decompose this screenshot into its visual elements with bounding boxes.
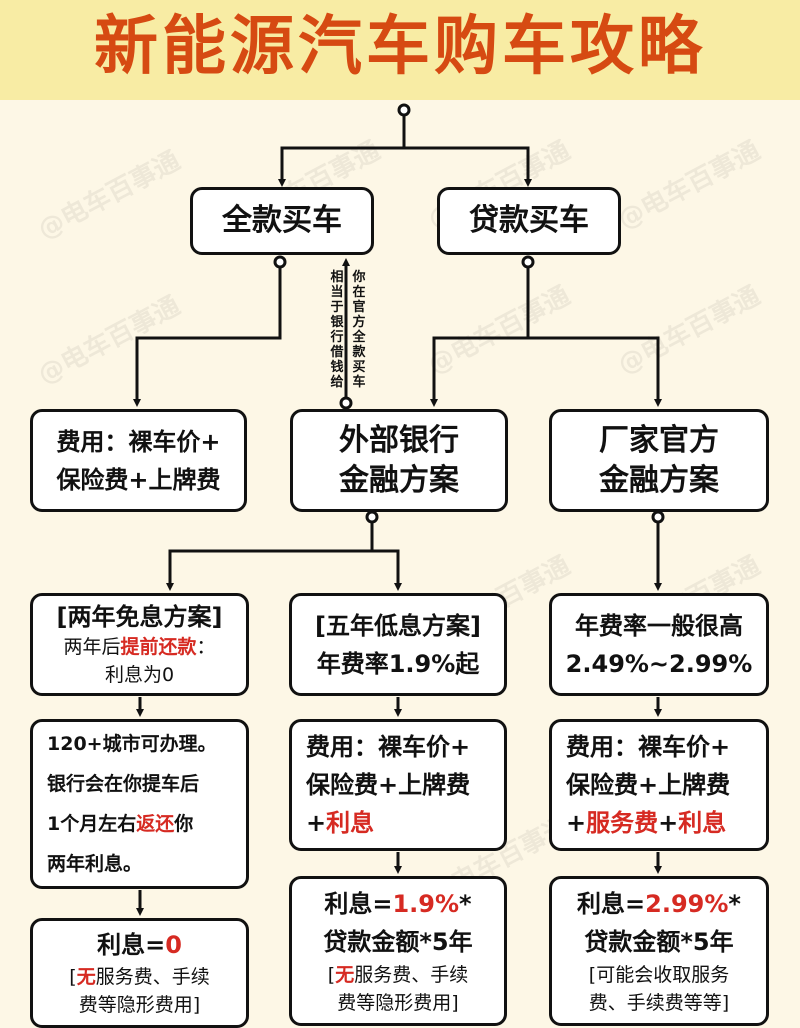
maker-rate-box: 年费率一般很高 2.49%~2.99%	[549, 593, 769, 696]
five-year-plan-box: [五年低息方案] 年费率1.9%起	[289, 593, 507, 696]
two-year-plan-title: [两年免息方案]	[56, 602, 223, 631]
two-year-result: 利息=0	[97, 931, 182, 959]
page-title: 新能源汽车购车攻略	[94, 10, 706, 84]
vertical-note-right: 你在官方全款买车	[352, 270, 366, 390]
two-year-detail-box: 120+城市可办理。 银行会在你提车后 1个月左右返还你 两年利息。	[30, 719, 249, 889]
two-year-note-line2: 费等隐形费用]	[78, 994, 201, 1016]
maker-rate-line1: 年费率一般很高	[575, 611, 743, 640]
two-year-plan-box: [两年免息方案] 两年后提前还款： 利息为0	[30, 593, 249, 696]
five-year-cost-line2: 保险费+上牌费	[306, 771, 471, 799]
maker-result-box: 利息=2.99%* 贷款金额*5年 [可能会收取服务 费、手续费等等]	[549, 876, 769, 1026]
bank-finance-line1: 外部银行	[339, 422, 459, 458]
five-year-result-line1: 利息=1.9%*	[324, 890, 472, 918]
full-payment-node: 全款买车	[190, 187, 374, 255]
maker-finance-line2: 金融方案	[599, 462, 719, 498]
maker-rate-line2: 2.49%~2.99%	[565, 649, 753, 678]
five-year-result-box: 利息=1.9%* 贷款金额*5年 [无服务费、手续 费等隐形费用]	[289, 876, 507, 1026]
two-year-detail-line1: 120+城市可办理。	[47, 733, 217, 755]
two-year-note-line1: [无服务费、手续	[69, 966, 210, 988]
full-cost-line1: 费用：裸车价+	[56, 427, 221, 456]
maker-cost-line1: 费用：裸车价+	[566, 733, 731, 761]
two-year-result-box: 利息=0 [无服务费、手续 费等隐形费用]	[30, 918, 249, 1028]
five-year-plan-rate: 年费率1.9%起	[316, 649, 480, 678]
two-year-plan-line2: 两年后提前还款：	[63, 635, 216, 658]
five-year-cost-box: 费用：裸车价+ 保险费+上牌费 +利息	[289, 719, 507, 851]
maker-cost-line3: +服务费+利息	[566, 809, 727, 837]
maker-finance-node: 厂家官方 金融方案	[549, 409, 769, 512]
maker-cost-line2: 保险费+上牌费	[566, 771, 731, 799]
five-year-cost-line3: +利息	[306, 809, 375, 837]
bank-finance-node: 外部银行 金融方案	[290, 409, 508, 512]
five-year-note-line1: [无服务费、手续	[327, 964, 469, 986]
maker-cost-box: 费用：裸车价+ 保险费+上牌费 +服务费+利息	[549, 719, 769, 851]
five-year-cost-line1: 费用：裸车价+	[306, 733, 471, 761]
loan-node: 贷款买车	[437, 187, 621, 255]
title-banner	[0, 0, 800, 100]
maker-note-line2: 费、手续费等等]	[588, 992, 730, 1014]
bank-finance-line2: 金融方案	[339, 462, 459, 498]
vertical-note-left: 相当于银行借钱给	[330, 270, 344, 390]
maker-result-line2: 贷款金额*5年	[584, 928, 734, 956]
full-payment-label: 全款买车	[222, 203, 342, 238]
two-year-detail-line4: 两年利息。	[47, 853, 143, 875]
two-year-plan-line3: 利息为0	[104, 663, 175, 686]
maker-result-line1: 利息=2.99%*	[577, 890, 741, 918]
five-year-result-line2: 贷款金额*5年	[323, 928, 473, 956]
maker-finance-line1: 厂家官方	[599, 422, 719, 458]
two-year-detail-line3: 1个月左右返还你	[47, 813, 194, 835]
loan-label: 贷款买车	[469, 203, 589, 238]
full-payment-cost-box: 费用：裸车价+ 保险费+上牌费	[30, 409, 247, 512]
five-year-plan-title: [五年低息方案]	[315, 611, 481, 640]
five-year-note-line2: 费等隐形费用]	[337, 992, 459, 1014]
maker-note-line1: [可能会收取服务	[588, 964, 730, 986]
two-year-detail-line2: 银行会在你提车后	[47, 773, 200, 795]
full-cost-line2: 保险费+上牌费	[56, 465, 221, 494]
